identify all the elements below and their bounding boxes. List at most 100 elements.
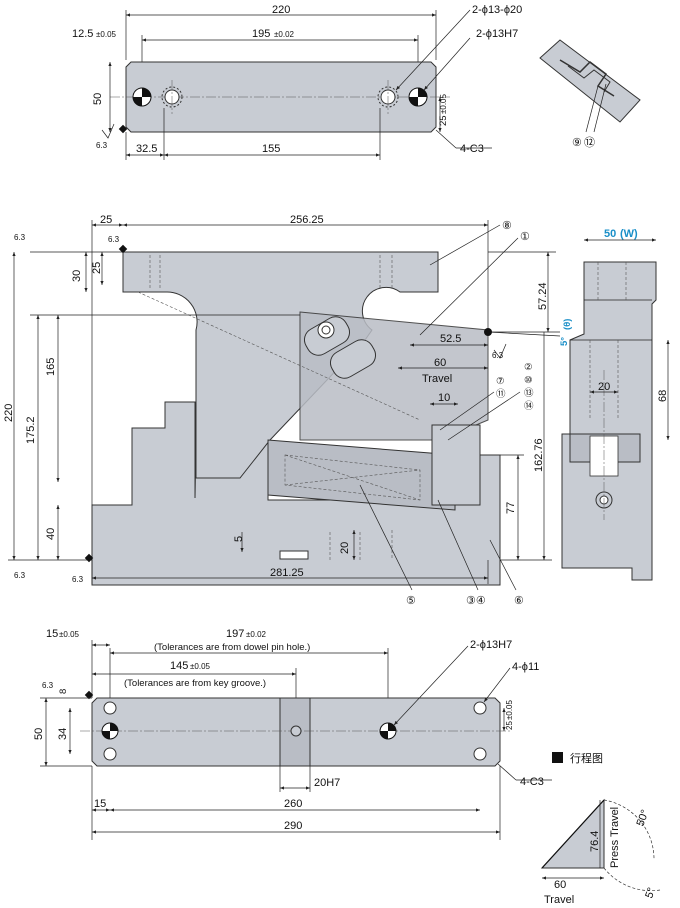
side-dim-20: 20 (598, 381, 610, 393)
top-roughness: 6.3 (96, 141, 108, 150)
front-dim-281-25: 281.25 (270, 567, 304, 579)
front-roughness-top: 6.3 (108, 235, 120, 244)
bottom-chamfer: 4-C3 (520, 776, 544, 788)
bottom-note-dowel: (Tolerances are from dowel pin hole.) (154, 642, 310, 653)
front-dim-256-25: 256.25 (290, 214, 324, 226)
bottom-dim-34: 34 (57, 728, 69, 740)
front-dim-25: 25 (100, 214, 112, 226)
front-travel-label: Travel (422, 373, 452, 385)
dowel-pin-hole-right (408, 87, 428, 107)
balloon-7: ⑦ (496, 376, 505, 387)
front-dim-5: 5 (233, 536, 245, 542)
top-dim-50: 50 (92, 93, 104, 105)
retainer-bracket (303, 316, 377, 379)
bottom-hole-label: 4-ϕ11 (512, 661, 539, 673)
front-dim-162-76: 162.76 (533, 438, 545, 472)
stroke-travel: Travel (544, 894, 574, 906)
bottom-dim-15-tol-value: ±0.05 (59, 630, 80, 639)
bottom-dim-15-tol: 15 (46, 628, 58, 640)
stroke-angle-50: 50° (635, 808, 652, 828)
front-dim-25-b: 25 (91, 262, 103, 274)
top-view: 220 195 ±0.02 12.5 ±0.05 (72, 4, 641, 160)
bottom-roughness: 6.3 (42, 681, 54, 690)
front-dim-77: 77 (505, 502, 517, 514)
top-dim-25-tol: ±0.05 (439, 93, 448, 114)
detail-balloon-12: ⑫ (584, 136, 595, 149)
balloon-11: ⑪ (496, 389, 506, 400)
front-dim-10: 10 (438, 392, 450, 404)
stroke-press-travel: Press Travel (609, 807, 621, 868)
detail-balloon-9: ⑨ (572, 137, 582, 149)
front-dim-220: 220 (3, 404, 15, 422)
bottom-hole-1 (103, 701, 117, 715)
top-dim-195-tol: ±0.02 (274, 30, 295, 39)
bottom-dim-50: 50 (33, 728, 45, 740)
top-dim-155: 155 (262, 143, 280, 155)
bottom-dim-197: 197 (226, 628, 244, 640)
balloon-2: ② (524, 362, 533, 373)
balloon-14: ⑭ (524, 401, 534, 412)
top-dim-12-5-tol: ±0.05 (96, 30, 117, 39)
bottom-view: 15 ±0.05 197 ±0.02 (Tolerances are from … (33, 628, 552, 840)
bottom-dim-25: 25 (505, 721, 514, 730)
bottom-hole-2 (103, 747, 117, 761)
detail-view: ⑨ ⑫ (539, 39, 641, 149)
side-view: 50 (W) 20 68 (561, 228, 670, 581)
bottom-dim-290: 290 (284, 820, 302, 832)
bottom-dim-8: 8 (58, 689, 69, 694)
bottom-dowel-left (101, 722, 119, 740)
gib-plate (431, 424, 481, 506)
stroke-dim-76-4: 76.4 (589, 831, 601, 852)
balloon-10: ⑩ (524, 375, 533, 386)
front-dim-30: 30 (71, 270, 83, 282)
top-dim-32-5: 32.5 (136, 143, 157, 155)
front-dim-40: 40 (45, 528, 57, 540)
top-dowel-label: 2-ϕ13H7 (476, 28, 518, 40)
front-dim-57-24: 57.24 (537, 282, 549, 310)
front-dim-175-2: 175.2 (25, 416, 37, 444)
top-chamfer: 4-C3 (460, 143, 484, 155)
bottom-dim-145-tol: ±0.05 (190, 662, 211, 671)
side-width-symbol: (W) (620, 228, 638, 240)
bottom-dowel-right (379, 722, 397, 740)
top-dim-12-5: 12.5 (72, 28, 93, 40)
bottom-dim-260: 260 (284, 798, 302, 810)
top-counterbore-label: 2-ϕ13-ϕ20 (472, 4, 522, 16)
balloon-1: ① (520, 231, 530, 243)
bottom-dim-145: 145 (170, 660, 188, 672)
stroke-title: 行程图 (570, 752, 603, 765)
bottom-dim-197-tol: ±0.02 (246, 630, 267, 639)
top-plate (125, 61, 437, 133)
balloon-13: ⑬ (524, 388, 534, 399)
front-view: 25 256.25 30 25 220 175.2 165 40 57.24 1… (3, 214, 573, 607)
bottom-dim-15: 15 (94, 798, 106, 810)
balloon-5: ⑤ (406, 595, 416, 607)
front-dim-20: 20 (339, 542, 351, 554)
balloon-8: ⑧ (502, 220, 512, 232)
counterbore-hole-left (161, 80, 183, 114)
front-angle-theta: (θ) (562, 319, 573, 330)
stroke-angle-5: 5° (643, 886, 658, 900)
front-roughness-right: 6.3 (492, 351, 504, 360)
top-dim-220: 220 (272, 4, 290, 16)
balloon-3-4: ③④ (466, 595, 486, 607)
front-roughness-bottom: 6.3 (72, 575, 84, 584)
cam-slider (267, 439, 456, 511)
counterbore-hole-right (377, 80, 399, 114)
bottom-note-key: (Tolerances are from key groove.) (124, 678, 266, 689)
front-angle-5: 5° (559, 337, 570, 346)
top-dim-195: 195 (252, 28, 270, 40)
stroke-diagram: 行程图 76.4 Press Travel 60 Travel 50° 5° (540, 752, 661, 906)
bottom-dowel-label: 2-ϕ13H7 (470, 639, 512, 651)
front-roughness-left-b: 6.3 (14, 571, 26, 580)
balloon-6: ⑥ (514, 595, 524, 607)
front-dim-60: 60 (434, 357, 446, 369)
front-dim-52-5: 52.5 (440, 333, 461, 345)
front-dim-165: 165 (45, 358, 57, 376)
bottom-key-label: 20H7 (314, 777, 340, 789)
bottom-dim-25-tol: ±0.05 (505, 699, 514, 720)
side-dim-68: 68 (657, 390, 669, 402)
stroke-dim-60: 60 (554, 879, 566, 891)
top-dim-25: 25 (438, 115, 449, 126)
